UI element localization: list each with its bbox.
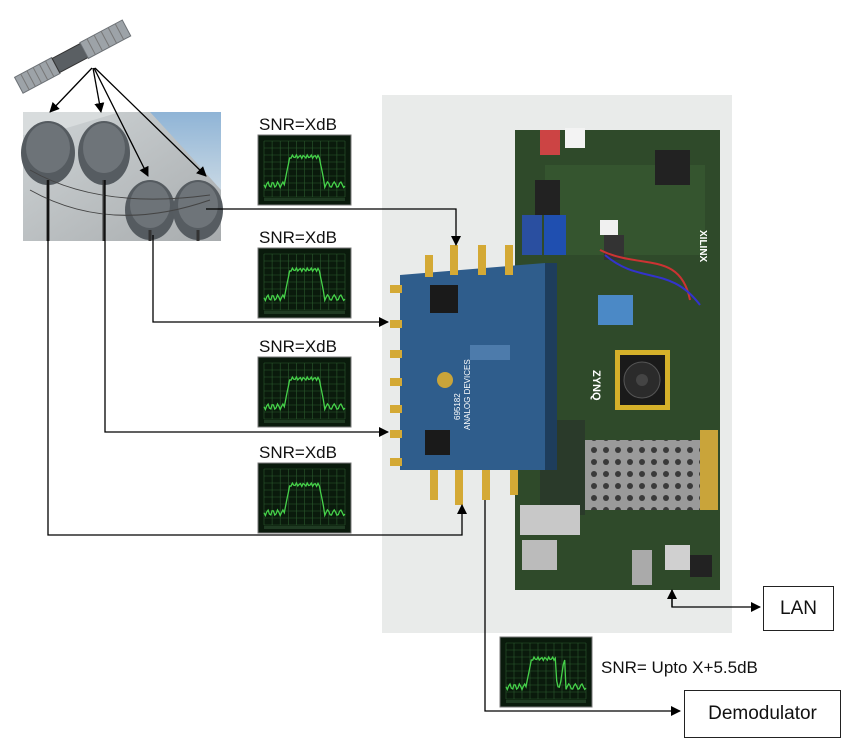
- card-labels: ANALOG DEVICES 695182: [453, 359, 472, 430]
- sd-card-icon: [522, 215, 542, 255]
- demodulator-box: Demodulator: [684, 690, 841, 738]
- scope-3-icon: [257, 356, 352, 428]
- output-snr-label: SNR= Upto X+5.5dB: [601, 658, 758, 677]
- vendor-text: ANALOG DEVICES: [463, 359, 472, 430]
- satellite-links: [49, 67, 207, 177]
- fmc-daughter-card: ANALOG DEVICES 695182: [390, 245, 557, 505]
- carrier-brand-text: XILINX: [697, 230, 708, 263]
- scope-4-icon: [257, 462, 352, 534]
- snr-label-3: SNR=XdB: [259, 337, 337, 356]
- scope-2-icon: [257, 247, 352, 319]
- link-dish-1-to-bottom: [47, 180, 467, 536]
- connections: [47, 180, 761, 716]
- satellite-icon: [13, 19, 132, 94]
- dish-4-icon: [173, 180, 223, 241]
- satellite-dishes-photo: [21, 112, 223, 241]
- lan-box: LAN: [763, 586, 834, 631]
- scope-output-icon: [499, 636, 593, 708]
- fpga-brand-text: ZYNQ: [590, 370, 602, 401]
- dish-1-icon: [21, 121, 75, 241]
- spectrum-scopes: [257, 134, 593, 708]
- dish-2-icon: [78, 121, 130, 241]
- link-output-to-demodulator: [484, 500, 681, 716]
- snr-label-1: SNR=XdB: [259, 115, 337, 134]
- snr-label-2: SNR=XdB: [259, 228, 337, 247]
- dish-3-icon: [125, 180, 175, 241]
- scope-1-icon: [257, 134, 352, 206]
- silkscreen-text: XILINX ZYNQ: [590, 230, 708, 401]
- part-number-text: 695182: [453, 393, 462, 420]
- pcie-shield-icon: [585, 440, 710, 510]
- link-dish-4-to-top: [206, 208, 461, 246]
- link-dish-3-to-left-upper: [152, 235, 389, 327]
- link-dish-2-to-left-lower: [104, 180, 389, 437]
- fpga-board-photo: XILINX ZYNQ: [382, 95, 732, 633]
- snr-label-4: SNR=XdB: [259, 443, 337, 462]
